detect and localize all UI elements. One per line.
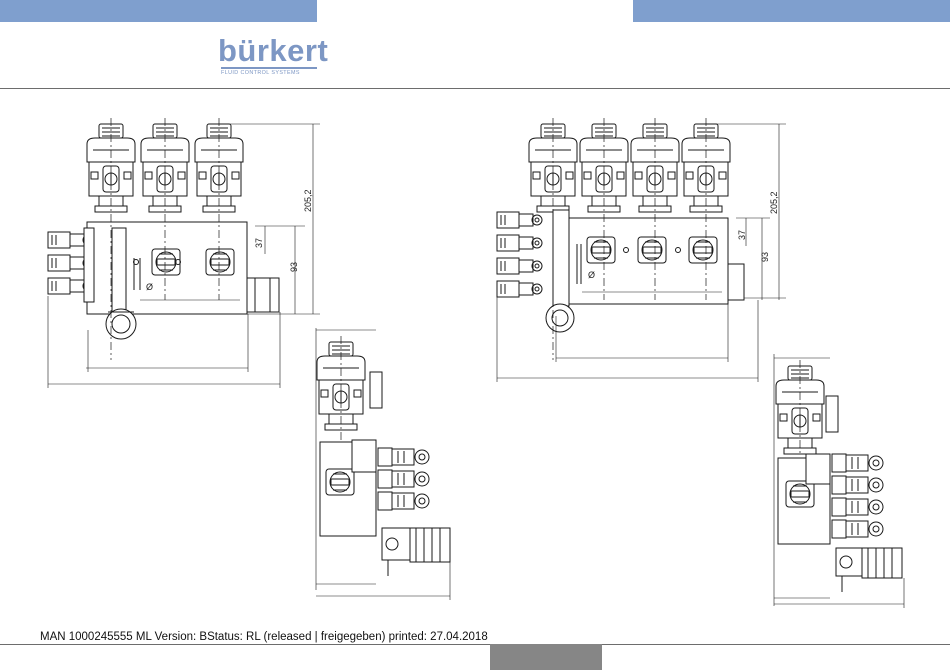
- left-dim-total-height: 205,2: [303, 189, 313, 212]
- drawing-left-side-view: [316, 328, 450, 600]
- right-dim-body-height: 93: [760, 252, 770, 262]
- right-dim-total-height: 205,2: [769, 191, 779, 214]
- page-number-tab: [490, 644, 602, 670]
- footer-divider: [0, 644, 950, 645]
- right-dim-port-height: 37: [737, 230, 747, 240]
- drawing-right-side-view: [774, 354, 904, 608]
- left-dim-body-height: 93: [289, 262, 299, 272]
- left-dim-diameter: Ø: [146, 282, 153, 292]
- left-dim-port-height: 37: [254, 238, 264, 248]
- drawing-left-front-view: 205,2 93 37 Ø: [48, 118, 320, 388]
- drawing-right-front-view: 205,2 93 37 Ø: [497, 118, 786, 382]
- right-dim-diameter: Ø: [588, 270, 595, 280]
- document-info: MAN 1000245555 ML Version: BStatus: RL (…: [40, 631, 488, 643]
